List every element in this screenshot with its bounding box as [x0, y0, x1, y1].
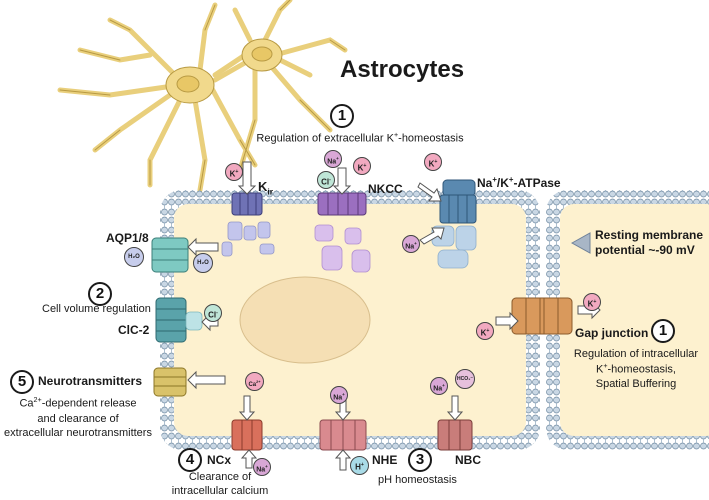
aqp-channel [151, 237, 189, 273]
arrow-atpase-out [419, 227, 445, 245]
callout-2-text: Cell volume regulation [42, 303, 151, 315]
atpase-label: Na+/K+-ATPase [477, 175, 561, 190]
ion-h2o-inside: H₂O [193, 253, 213, 273]
callout-number-5: 5 [10, 370, 34, 394]
gap-junction [511, 297, 573, 335]
ion-hco3-nbc: HCO₃⁻ [455, 369, 475, 389]
callout-number-3: 3 [408, 448, 432, 472]
ion-na-nkcc: Na+ [324, 150, 342, 168]
arrow-atpase-in [417, 182, 442, 202]
nhe-label: NHE [372, 453, 398, 467]
ion-na-atpase: Na+ [402, 235, 420, 253]
ion-h2o-outside: H₂O [124, 247, 144, 267]
clc-label: ClC-2 [118, 323, 150, 337]
callout-3-text: pH homeostasis [378, 474, 457, 486]
resting-line-1: Resting membrane [595, 228, 704, 242]
callout-number-1-top: 1 [330, 104, 354, 128]
callout-5-title: Neurotransmitters [38, 374, 143, 388]
arrow-kir [237, 161, 257, 195]
ion-k-gap-inside: K+ [476, 322, 494, 340]
nhe-exchanger [319, 419, 367, 451]
arrow-nbc [446, 395, 464, 421]
ncx-label: NCx [207, 453, 232, 467]
callout-number-4: 4 [178, 448, 202, 472]
callout-1-top-text: Regulation of extracellular K+-homeostas… [256, 131, 464, 145]
neighbor-cell [546, 190, 709, 450]
callout-1-right-text: Regulation of intracellular K+-homeostas… [573, 348, 699, 391]
arrow-ncx-out [240, 449, 258, 469]
kir-label: Kir [258, 179, 274, 197]
ncx-exchanger [231, 419, 263, 451]
aqp-label: AQP1/8 [106, 231, 149, 245]
ion-cl-nkcc: Cl- [317, 171, 335, 189]
arrow-nhe-out [334, 449, 352, 471]
diagram-title: Astrocytes [340, 56, 465, 83]
ion-k-nkcc: K+ [353, 157, 371, 175]
arrow-nt [187, 370, 226, 390]
astrocyte-illustration [57, 0, 348, 193]
callout-number-2: 2 [88, 282, 112, 306]
callout-5-text: Ca2+-dependent release and clearance of … [4, 396, 152, 440]
ion-na-nhe: Na+ [330, 386, 348, 404]
ion-k-gap-outside: K+ [583, 293, 601, 311]
arrow-nkcc [332, 167, 352, 195]
ion-na-ncx: Na+ [253, 458, 271, 476]
nbc-cotransporter [437, 419, 473, 451]
ion-h-nhe: H+ [350, 456, 369, 475]
nucleus [239, 276, 371, 364]
ion-k-atpase: K+ [424, 153, 442, 171]
nkcc-label: NKCC [368, 182, 403, 196]
ion-cl-clc: Cl- [204, 304, 222, 322]
nkcc-transporter [314, 192, 371, 273]
ion-k-kir: K+ [225, 163, 243, 181]
ion-ca-ncx: Ca2+ [245, 372, 264, 391]
neurotransmitter-transporter [153, 367, 187, 397]
resting-line-2: potential ~-90 mV [595, 243, 695, 257]
arrow-ncx-in [238, 395, 256, 421]
ion-na-nbc: Na+ [430, 377, 448, 395]
resting-potential-marker [570, 232, 591, 254]
callout-number-1-right: 1 [651, 319, 675, 343]
kir-channel [221, 192, 275, 257]
gap-junction-label: Gap junction [575, 326, 649, 340]
arrow-aqp [187, 237, 219, 257]
nbc-label: NBC [455, 453, 481, 467]
clc2-channel [155, 297, 203, 343]
arrow-gap-in [495, 311, 519, 331]
